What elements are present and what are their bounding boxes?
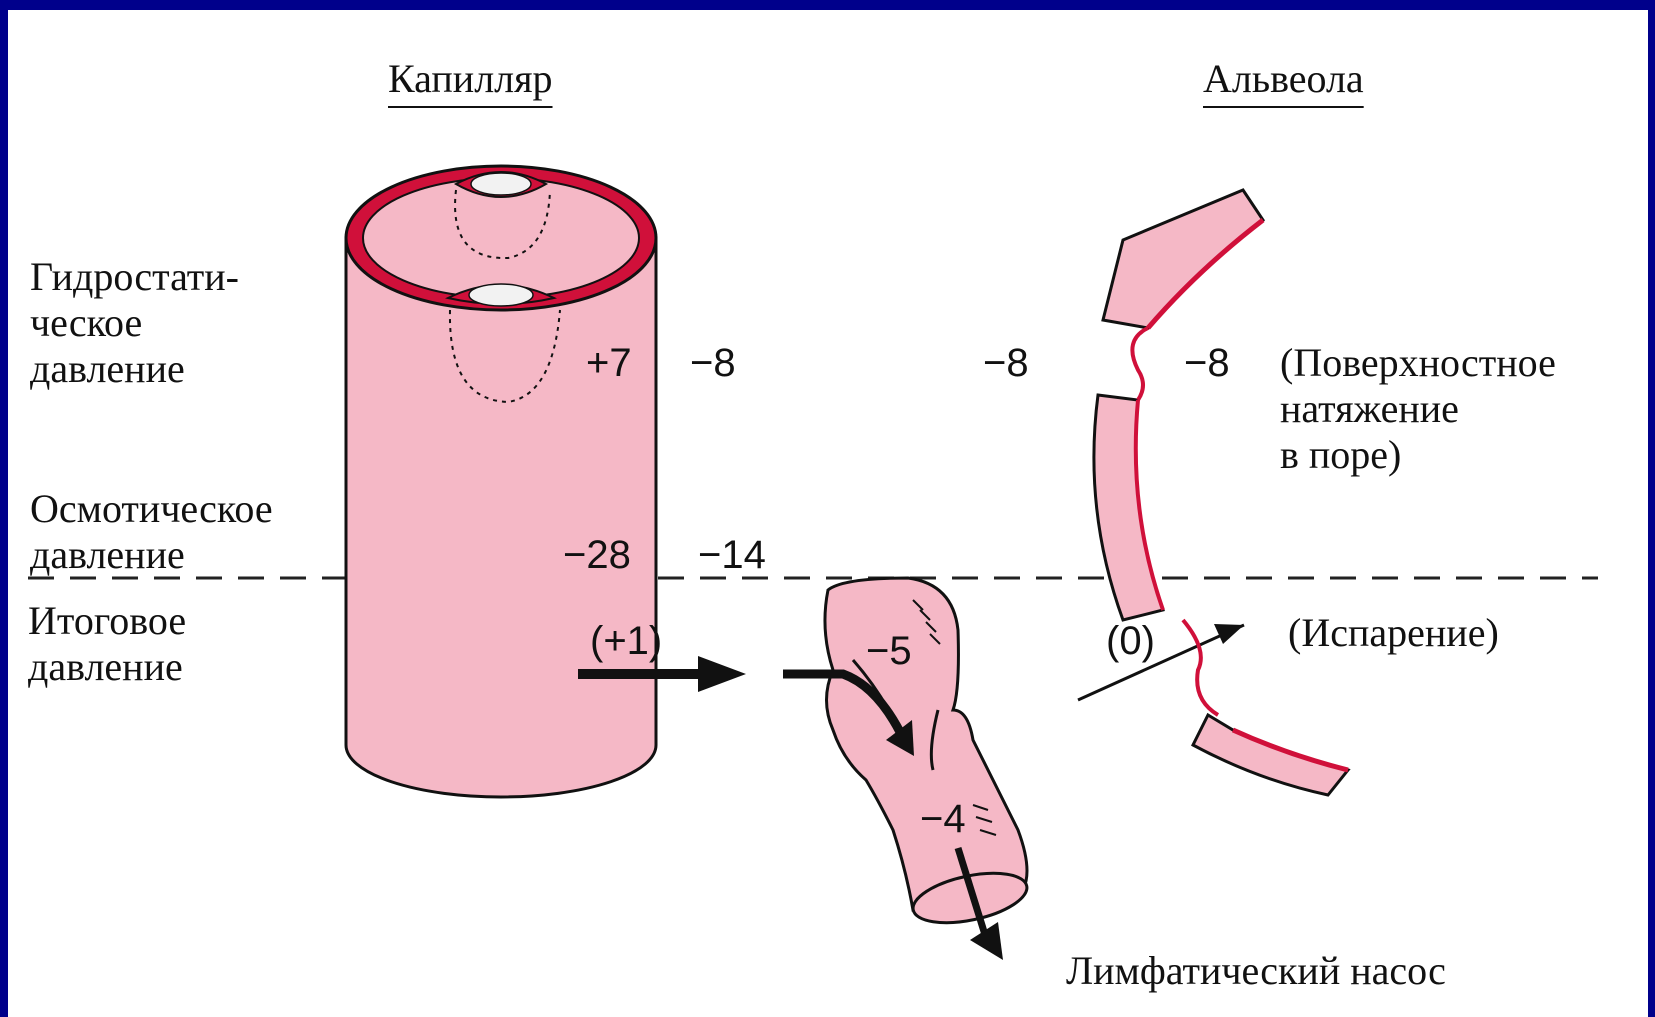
- capillary-title: Капилляр: [388, 56, 553, 102]
- hydrostatic-label-line-1: Гидростати-: [30, 254, 239, 300]
- lymph-lower-value: −4: [920, 796, 966, 842]
- diagram-frame: Капилляр Альвеола Гидростати- ческое дав…: [8, 10, 1648, 1017]
- lymphatic-vessel: [825, 578, 1031, 932]
- alveolar-wall: [1094, 190, 1348, 795]
- surface-tension-line-2: натяжение: [1280, 386, 1459, 432]
- pore-hydrostatic-value: −8: [1184, 340, 1230, 386]
- osmotic-label-line-2: давление: [30, 532, 185, 578]
- evaporation-label: (Испарение): [1288, 610, 1499, 656]
- osmotic-label-line-1: Осмотическое: [30, 486, 273, 532]
- hydrostatic-label-line-2: ческое: [30, 300, 142, 346]
- surface-tension-line-3: в поре): [1280, 432, 1401, 478]
- alveolar-hydrostatic-value: −8: [983, 340, 1029, 386]
- interstitial-hydrostatic-value: −8: [690, 340, 736, 386]
- net-label-line-2: давление: [28, 644, 183, 690]
- capillary-net-value: (+1): [590, 618, 662, 664]
- interstitial-osmotic-value: −14: [698, 532, 766, 578]
- net-label-line-1: Итоговое: [28, 598, 186, 644]
- capillary-cylinder: [346, 166, 656, 797]
- lymph-upper-value: −5: [866, 628, 912, 674]
- capillary-osmotic-value: −28: [563, 532, 631, 578]
- surface-tension-line-1: (Поверхностное: [1280, 340, 1556, 386]
- hydrostatic-label-line-3: давление: [30, 346, 185, 392]
- capillary-hydrostatic-value: +7: [586, 340, 632, 386]
- alveolus-title: Альвеола: [1203, 56, 1364, 102]
- alveolar-net-value: (0): [1106, 618, 1155, 664]
- lymph-pump-label: Лимфатический насос: [1066, 948, 1446, 994]
